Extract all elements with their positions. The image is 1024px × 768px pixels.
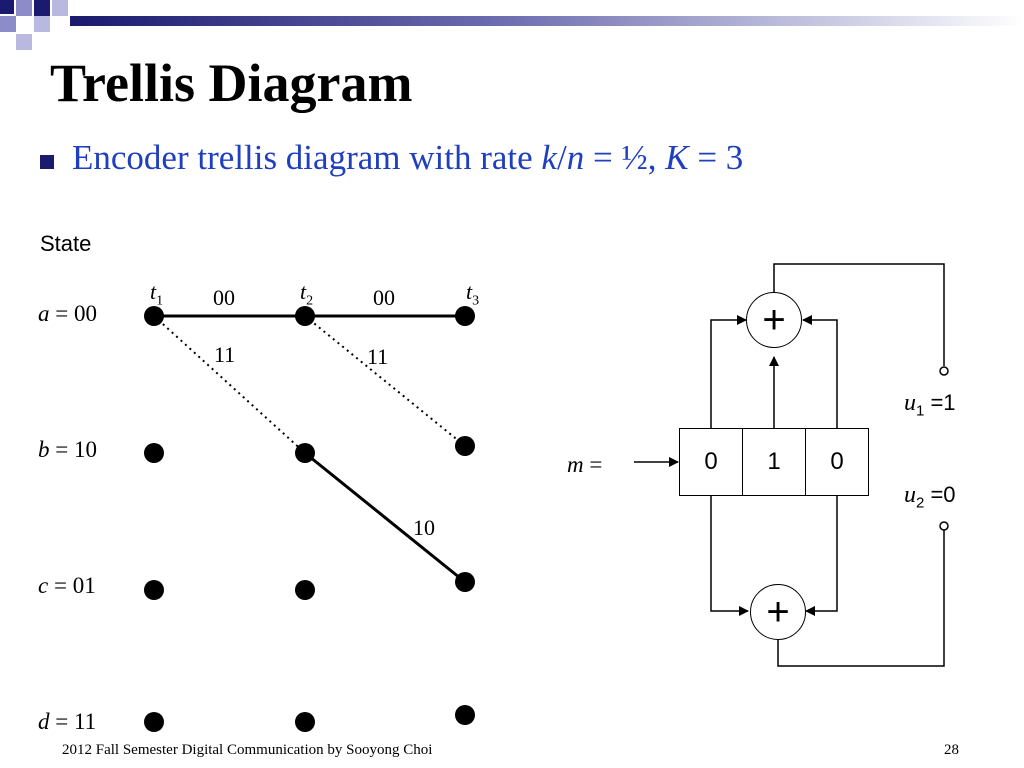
state-b-code: 10 — [73, 437, 97, 462]
time-t2-sub: 2 — [306, 293, 314, 309]
slide-title: Trellis Diagram — [50, 53, 413, 113]
time-t3: t3 — [466, 279, 479, 309]
input-eq: = — [583, 452, 603, 477]
time-t3-sub: 3 — [472, 293, 480, 309]
state-c-eq: = — [48, 573, 73, 598]
edge-label-10-t2: 10 — [413, 515, 435, 540]
output-u2-value: =0 — [924, 482, 956, 507]
bullet-tail: = 3 — [688, 138, 744, 177]
state-a-label: a = 00 — [38, 301, 97, 327]
node-c-t2 — [295, 580, 315, 600]
output-u1-label: u1 =1 — [904, 390, 956, 419]
bullet-slash: / — [556, 138, 567, 177]
wire-u2-output — [777, 530, 945, 667]
node-b-t1 — [144, 443, 164, 463]
node-a-t2 — [295, 306, 315, 326]
encoder-wiring — [634, 263, 949, 667]
output-u1-name: u — [904, 390, 916, 416]
page-number: 28 — [944, 742, 959, 758]
bullet-square-icon — [40, 155, 54, 169]
bullet-text: Encoder trellis diagram with rate k/n = … — [72, 138, 743, 178]
edge-label-00-t2: 00 — [373, 285, 395, 310]
state-a-eq: = — [49, 301, 74, 326]
footer-text: 2012 Fall Semester Digital Communication… — [62, 742, 433, 758]
output-u2-label: u2 =0 — [904, 482, 956, 511]
bullet-n: n — [566, 138, 585, 177]
bullet-k: k — [541, 138, 557, 177]
input-label: m = — [567, 452, 602, 478]
time-t3-letter: t — [466, 279, 473, 304]
node-d-t3 — [455, 705, 475, 725]
register-cell-2: 1 — [742, 428, 806, 496]
node-c-t1 — [144, 580, 164, 600]
state-b-label: b = 10 — [38, 437, 97, 463]
output-u2-name: u — [904, 482, 916, 508]
node-a-t3 — [455, 306, 475, 326]
node-c-t3 — [455, 572, 475, 592]
time-t2: t2 — [300, 279, 313, 309]
node-b-t2 — [295, 443, 315, 463]
edge-a-b-t2 — [304, 315, 466, 447]
state-d-code: 11 — [73, 709, 97, 734]
bullet-prefix: Encoder trellis diagram with rate — [72, 138, 542, 177]
register-cell-3: 0 — [805, 428, 869, 496]
u2-terminal — [939, 521, 949, 531]
wire-bottom-right — [805, 496, 838, 616]
wire-top-right — [802, 315, 838, 428]
wire-u1-output — [773, 263, 945, 366]
state-heading: State — [40, 231, 92, 256]
node-d-t2 — [295, 712, 315, 732]
output-u1-sub: 1 — [916, 402, 925, 420]
top-adder-icon: + — [746, 292, 802, 348]
edge-b-c-t2 — [304, 451, 466, 584]
trellis-nodes — [144, 306, 475, 732]
state-b-eq: = — [49, 437, 74, 462]
node-d-t1 — [144, 712, 164, 732]
wire-bottom-left — [710, 496, 749, 616]
time-t1-letter: t — [150, 279, 157, 304]
input-m: m — [567, 452, 584, 477]
edge-label-11-t2: 11 — [367, 344, 389, 369]
state-c-code: 01 — [72, 573, 96, 598]
time-t2-letter: t — [300, 279, 307, 304]
u1-terminal — [939, 366, 949, 376]
register-cell-1: 0 — [679, 428, 743, 496]
wire-top-left — [710, 315, 747, 428]
state-c-letter: c — [38, 573, 49, 598]
state-d-letter: d — [38, 709, 50, 734]
trellis-edges — [153, 314, 466, 584]
time-t1-sub: 1 — [156, 293, 164, 309]
bullet-K: K — [665, 138, 689, 177]
node-b-t3 — [455, 436, 475, 456]
state-b-letter: b — [38, 437, 50, 462]
node-a-t1 — [144, 306, 164, 326]
edge-a-b-t1 — [153, 315, 306, 454]
state-a-code: 00 — [73, 301, 97, 326]
state-a-letter: a — [38, 301, 50, 326]
header-decoration — [0, 0, 1024, 50]
bullet-rate: = ½, — [584, 138, 666, 177]
output-u2-sub: 2 — [916, 494, 925, 512]
state-d-label: d = 11 — [38, 709, 96, 735]
state-d-eq: = — [49, 709, 74, 734]
output-u1-value: =1 — [924, 390, 956, 415]
time-t1: t1 — [150, 279, 163, 309]
state-c-label: c = 01 — [38, 573, 96, 599]
edge-label-11-t1: 11 — [214, 342, 236, 367]
bottom-adder-icon: + — [750, 584, 806, 640]
edge-label-00-t1: 00 — [213, 285, 235, 310]
